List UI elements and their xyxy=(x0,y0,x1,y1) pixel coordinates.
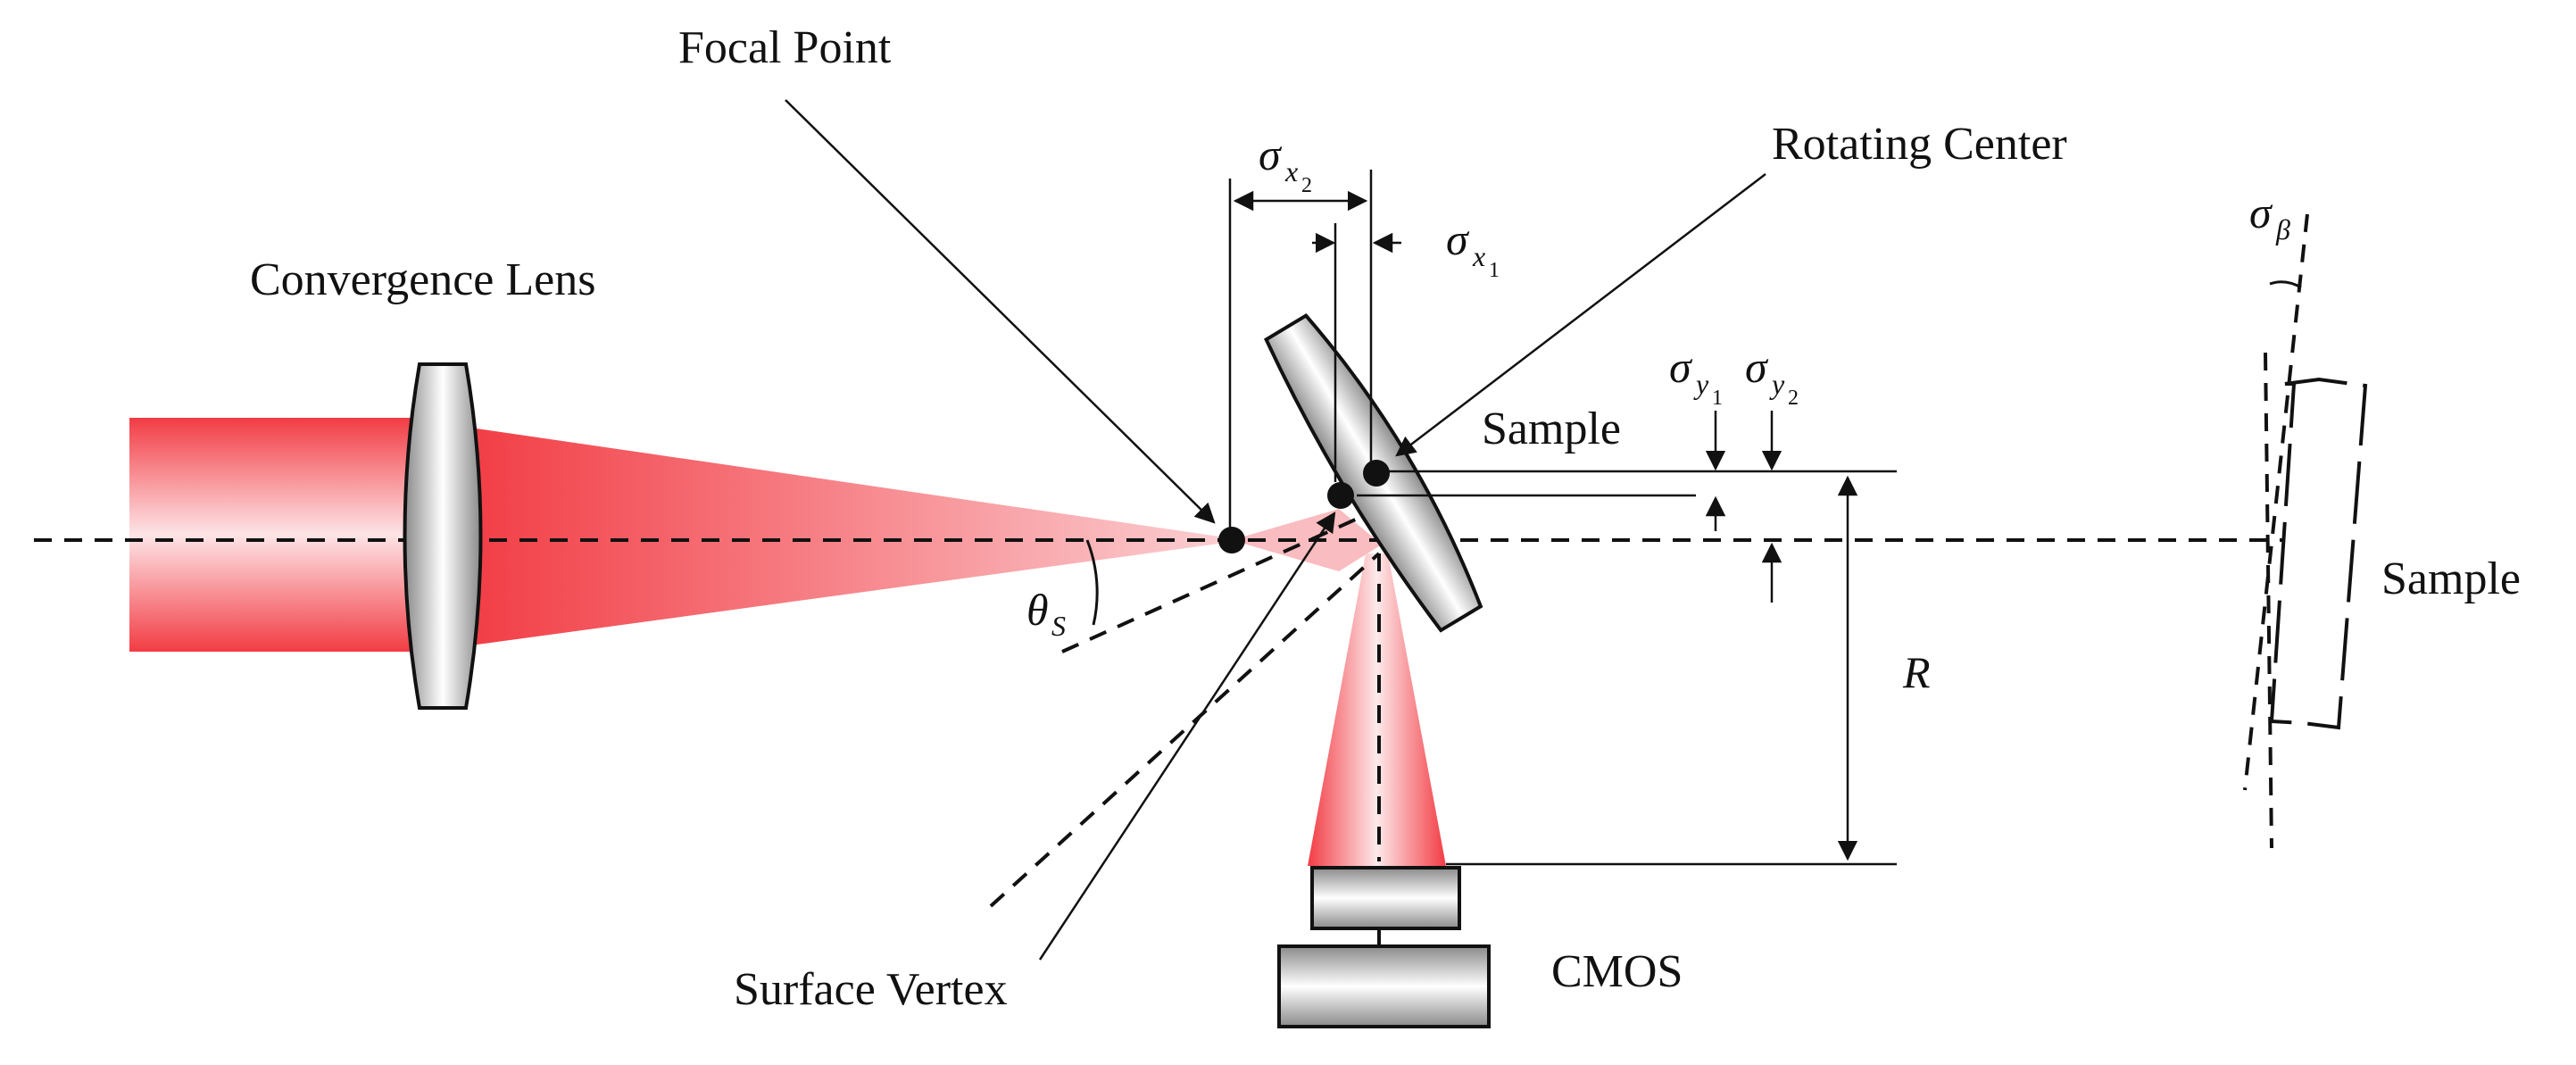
sigma-x1-symbol: σ x 1 xyxy=(1446,214,1500,282)
cmos-sensor-top xyxy=(1310,866,1461,930)
sigma-beta-tilted xyxy=(2243,213,2309,791)
svg-text:y: y xyxy=(1693,368,1709,400)
svg-text:x: x xyxy=(1284,155,1298,187)
svg-text:x: x xyxy=(1472,240,1485,272)
theta-s-symbol: θ S xyxy=(1026,585,1066,642)
tilted-sample-outline xyxy=(2269,377,2368,730)
svg-text:1: 1 xyxy=(1489,259,1500,282)
rotating-center-label: Rotating Center xyxy=(1772,119,2067,170)
surface-vertex-leader xyxy=(1038,512,1336,961)
converging-beam xyxy=(464,427,1232,646)
svg-text:2: 2 xyxy=(1788,387,1799,410)
svg-text:y: y xyxy=(1769,368,1785,400)
sigma-beta-symbol: σ β xyxy=(2249,187,2290,245)
svg-text:β: β xyxy=(2275,213,2290,245)
cmos-sensor-base xyxy=(1277,944,1491,1028)
incoming-beam xyxy=(129,418,424,652)
svg-text:σ: σ xyxy=(2249,187,2273,237)
svg-text:2: 2 xyxy=(1301,174,1312,197)
sigma-beta-vertical xyxy=(2264,352,2273,849)
svg-text:1: 1 xyxy=(1712,387,1723,410)
svg-text:σ: σ xyxy=(1446,214,1470,264)
focal-point-dot xyxy=(1218,527,1245,553)
svg-text:σ: σ xyxy=(1259,129,1283,179)
sigma-y1-symbol: σ y 1 xyxy=(1669,342,1723,410)
theta-arc xyxy=(1085,539,1099,626)
convergence-lens xyxy=(403,362,483,710)
sigma-y2-symbol: σ y 2 xyxy=(1745,342,1799,410)
surface-vertex-dot xyxy=(1327,482,1354,509)
sigma-x2-symbol: σ x 2 xyxy=(1259,129,1312,197)
svg-text:θ: θ xyxy=(1026,585,1049,635)
focal-point-leader xyxy=(785,99,1216,524)
reflected-beam-to-cmos xyxy=(1308,553,1446,866)
surface-vertex-label: Surface Vertex xyxy=(734,964,1008,1015)
convergence-lens-label: Convergence Lens xyxy=(250,254,595,305)
radius-symbol: R xyxy=(1902,647,1931,697)
cmos-label: CMOS xyxy=(1551,946,1683,997)
sample-label: Sample xyxy=(1482,404,1621,454)
rotating-center-dot xyxy=(1363,460,1390,487)
rotating-center-leader xyxy=(1395,173,1766,457)
focal-point-label: Focal Point xyxy=(678,22,892,73)
svg-text:σ: σ xyxy=(1745,342,1769,392)
rotated-axis-line xyxy=(989,552,1381,908)
sample-tilted-label: Sample xyxy=(2381,553,2521,604)
svg-text:σ: σ xyxy=(1669,342,1693,392)
svg-text:S: S xyxy=(1051,610,1066,642)
sigma-beta-arc xyxy=(2269,280,2302,289)
